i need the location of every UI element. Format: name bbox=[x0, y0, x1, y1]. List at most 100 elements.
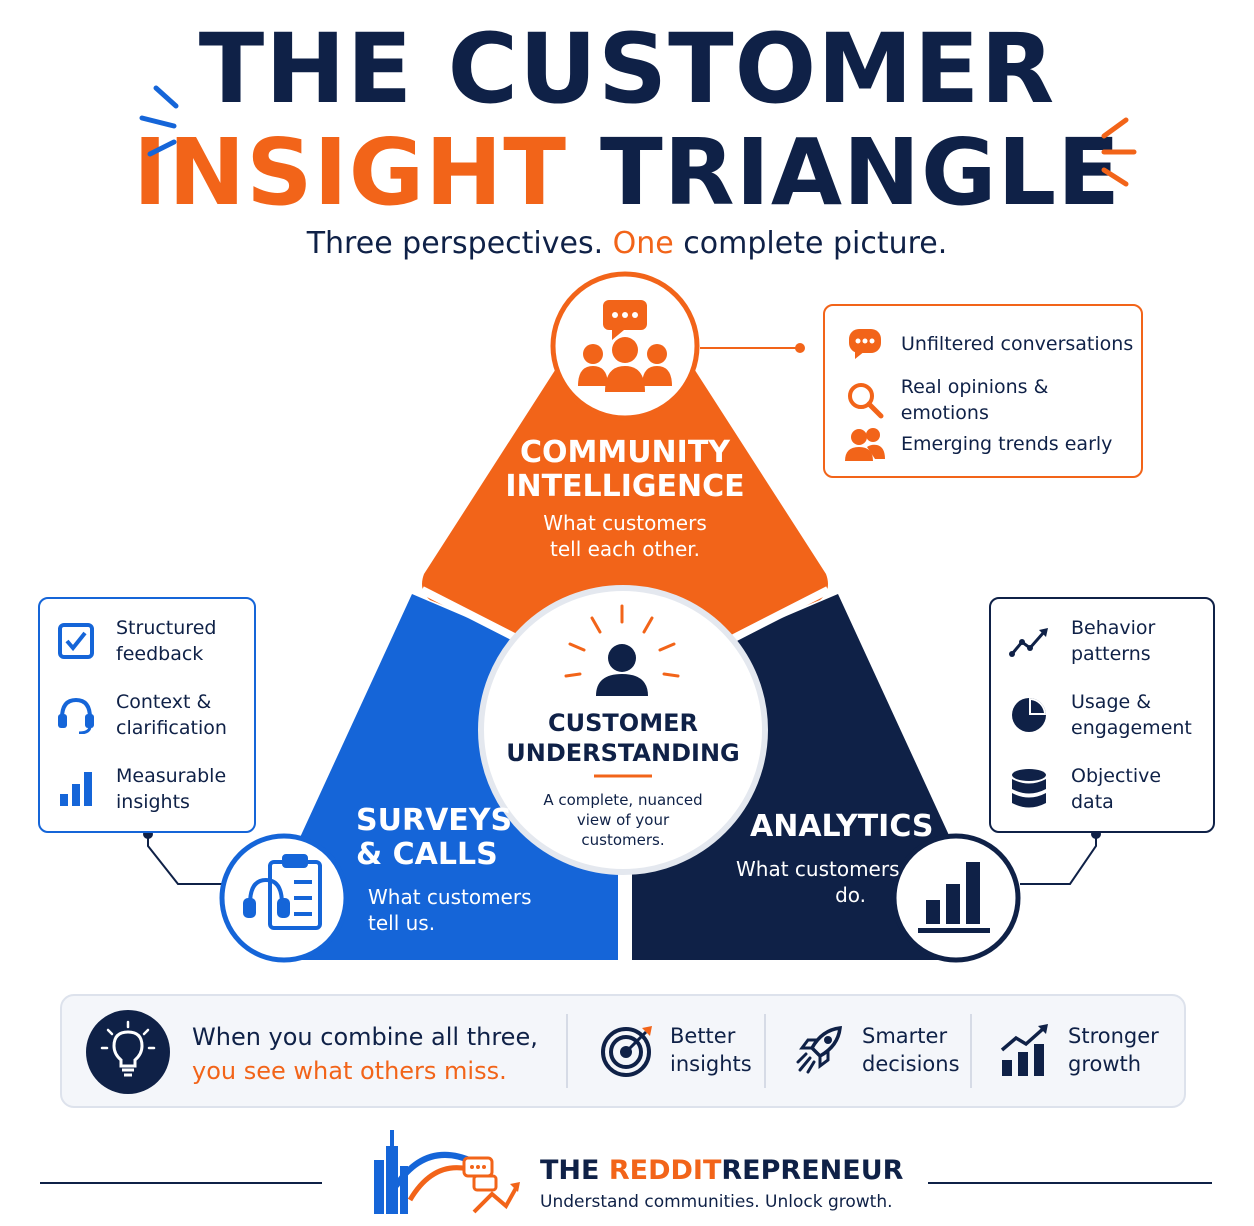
surveys-callout-text: Measurable insights bbox=[116, 763, 226, 815]
target-icon bbox=[601, 1026, 652, 1077]
database-icon bbox=[1009, 769, 1049, 809]
center-desc-2: view of your bbox=[576, 811, 670, 829]
benefit-label-1: Stronger bbox=[1068, 1024, 1159, 1048]
community-callout-label: Unfiltered conversations bbox=[901, 333, 1134, 355]
benefit-label: Smarter decisions bbox=[862, 1022, 960, 1078]
community-callout-label: Emerging trends early bbox=[901, 433, 1113, 455]
analytics-callout-text: Usage & engagement bbox=[1071, 689, 1192, 741]
analytics-callout-item: Usage & engagement bbox=[1009, 689, 1192, 741]
footer-line-right bbox=[928, 1182, 1212, 1184]
combine-banner: When you combine all three, you see what… bbox=[60, 994, 1186, 1108]
center-heading-2: UNDERSTANDING bbox=[506, 739, 740, 767]
divider bbox=[764, 1014, 766, 1088]
rocket-icon bbox=[796, 1026, 842, 1074]
surveys-desc-2: tell us. bbox=[368, 911, 436, 935]
brand-name: THE REDDITREPRENEUR bbox=[540, 1154, 903, 1188]
analytics-callout-item: Objective data bbox=[1009, 763, 1161, 815]
analytics-connector bbox=[1020, 834, 1097, 885]
community-heading-2: INTELLIGENCE bbox=[505, 469, 745, 504]
title-line-2: INSIGHT TRIANGLE bbox=[0, 120, 1254, 226]
surveys-callout-label: clarification bbox=[116, 717, 227, 739]
center-desc-1: A complete, nuanced bbox=[543, 791, 703, 809]
benefit-label-1: Better bbox=[670, 1024, 736, 1048]
combine-message: When you combine all three, you see what… bbox=[192, 1020, 538, 1088]
subtitle-highlight: One bbox=[612, 226, 674, 261]
community-section bbox=[422, 287, 828, 640]
headset-clipboard-icon bbox=[243, 854, 322, 930]
surveys-callout-label: feedback bbox=[116, 643, 204, 665]
customer-person-icon bbox=[564, 604, 680, 696]
community-text: COMMUNITY INTELLIGENCE What customers te… bbox=[475, 436, 775, 562]
brand-tagline: Understand communities. Unlock growth. bbox=[540, 1192, 893, 1212]
community-desc-1: What customers bbox=[543, 511, 707, 535]
community-callout-item: Unfiltered conversations bbox=[845, 324, 1133, 364]
surveys-callout-label: insights bbox=[116, 791, 190, 813]
divider bbox=[970, 1014, 972, 1088]
combine-line-2: you see what others miss. bbox=[192, 1057, 507, 1085]
community-callout-label: Real opinions & emotions bbox=[900, 376, 1049, 424]
analytics-callout-item: Behavior patterns bbox=[1009, 615, 1155, 667]
growth-chart-icon bbox=[1000, 1024, 1048, 1076]
analytics-heading: ANALYTICS bbox=[750, 809, 934, 844]
analytics-callout-label: patterns bbox=[1071, 643, 1151, 665]
footer-line-left bbox=[40, 1182, 322, 1184]
center-heading-1: CUSTOMER bbox=[548, 709, 698, 737]
analytics-callout-label: Objective bbox=[1071, 765, 1162, 787]
surveys-callout-label: Measurable bbox=[116, 765, 227, 787]
community-desc-2: tell each other. bbox=[549, 537, 700, 561]
analytics-callout-label: engagement bbox=[1071, 717, 1192, 739]
brand-rest: REPRENEUR bbox=[721, 1155, 904, 1186]
community-callout-item: Real opinions & emotions bbox=[845, 374, 1141, 426]
surveys-connector bbox=[147, 834, 228, 885]
surveys-callout-label: Structured bbox=[116, 617, 217, 639]
benefit-label-1: Smarter bbox=[862, 1024, 948, 1048]
analytics-callout-label: Usage & bbox=[1071, 691, 1152, 713]
bar-chart-icon bbox=[918, 862, 990, 933]
brand-reddit: REDDIT bbox=[608, 1155, 722, 1186]
community-connector-dot bbox=[795, 343, 805, 353]
headset-icon bbox=[56, 695, 96, 735]
surveys-callout-item: Measurable insights bbox=[56, 763, 226, 815]
subtitle: Three perspectives. One complete picture… bbox=[0, 226, 1254, 262]
surveys-desc-1: What customers bbox=[368, 885, 532, 909]
analytics-callout-text: Behavior patterns bbox=[1071, 615, 1155, 667]
center-circle bbox=[478, 585, 768, 875]
people-icon bbox=[845, 424, 885, 464]
analytics-desc-2: do. bbox=[835, 883, 866, 907]
title-line-1: THE CUSTOMER bbox=[198, 13, 1056, 125]
community-heading-1: COMMUNITY bbox=[519, 435, 731, 470]
right-spark-icon bbox=[1101, 117, 1137, 187]
center-desc-3: customers. bbox=[581, 831, 665, 849]
analytics-callout-text: Objective data bbox=[1071, 763, 1161, 815]
trend-line-icon bbox=[1009, 621, 1049, 661]
benefit-item: Smarter decisions bbox=[792, 1022, 960, 1078]
analytics-text: ANALYTICS What customers do. bbox=[736, 809, 934, 908]
checkbox-icon bbox=[56, 621, 96, 661]
surveys-callout-text: Structured feedback bbox=[116, 615, 216, 667]
benefit-label: Better insights bbox=[670, 1022, 752, 1078]
title-rest: TRIANGLE bbox=[600, 119, 1122, 226]
magnifier-icon bbox=[845, 380, 885, 420]
divider bbox=[566, 1014, 568, 1088]
analytics-callout: Behavior patterns Usage & engagement Obj… bbox=[989, 597, 1215, 833]
benefit-item: Stronger growth bbox=[998, 1022, 1159, 1078]
surveys-heading-1: SURVEYS bbox=[356, 803, 513, 838]
combine-line-1: When you combine all three, bbox=[192, 1023, 538, 1051]
benefit-label-2: insights bbox=[670, 1052, 752, 1076]
benefit-item: Better insights bbox=[600, 1022, 752, 1078]
brand-the: THE bbox=[540, 1155, 609, 1186]
title-highlight: INSIGHT bbox=[132, 119, 567, 226]
benefit-label-2: decisions bbox=[862, 1052, 960, 1076]
analytics-desc-1: What customers bbox=[736, 857, 900, 881]
community-callout: Unfiltered conversations Real opinions &… bbox=[823, 304, 1143, 478]
surveys-heading-2: & CALLS bbox=[356, 837, 498, 872]
lightbulb-icon bbox=[86, 1010, 170, 1094]
chat-bubble-icon bbox=[845, 324, 885, 364]
benefit-label-2: growth bbox=[1068, 1052, 1142, 1076]
benefit-label: Stronger growth bbox=[1068, 1022, 1159, 1078]
surveys-callout-label: Context & bbox=[116, 691, 212, 713]
analytics-callout-label: data bbox=[1071, 791, 1114, 813]
subtitle-before: Three perspectives. bbox=[306, 226, 613, 261]
bar-chart-small-icon bbox=[56, 769, 96, 809]
